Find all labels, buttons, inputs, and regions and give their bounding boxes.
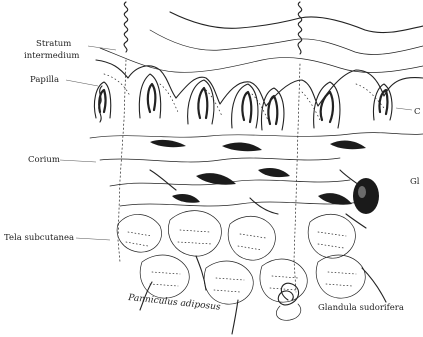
label-stratum-line2: intermedium (24, 51, 80, 61)
leader-right-upper (396, 108, 412, 110)
label-corium: Corium (28, 155, 60, 165)
leader-stratum (88, 46, 116, 50)
label-stratum-line1: Stratum (36, 39, 71, 49)
label-glandula-sudorifera: Glandula sudorifera (318, 303, 404, 313)
label-panniculus-adiposus: Panniculus adiposus (127, 293, 222, 313)
leader-corium (60, 160, 96, 162)
label-tela-subcutanea: Tela subcutanea (4, 233, 74, 243)
leader-papilla (66, 80, 98, 86)
sweat-duct-right (294, 2, 302, 292)
sweat-duct-left (118, 2, 128, 262)
leader-tela-subcutanea (76, 238, 110, 240)
label-right-clipped-upper: C (414, 107, 421, 117)
label-right-clipped-lower: Gl (410, 177, 420, 187)
label-papilla: Papilla (30, 75, 59, 85)
adipose-lobules (117, 211, 386, 334)
